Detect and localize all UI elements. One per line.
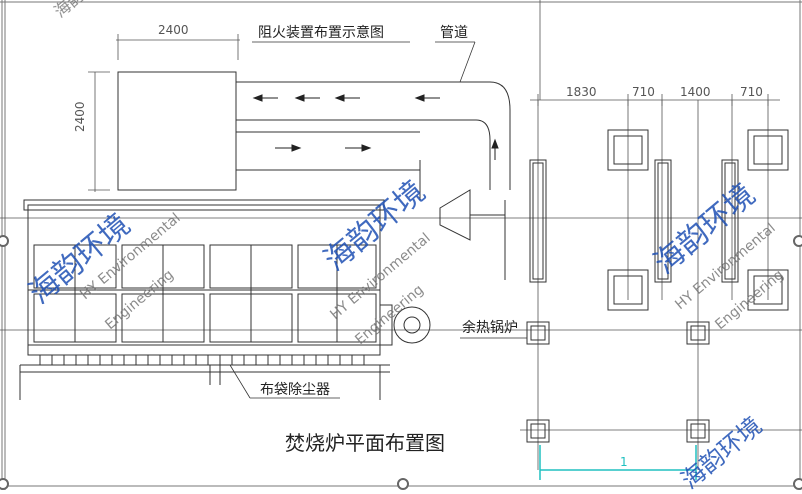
box-dimension-lines [88,34,240,192]
dimension-bottom: 1 [620,455,628,469]
watermark-cn: 海韵环境 [50,0,111,21]
corner-marks [0,235,802,490]
bag-filter-hoppers [39,355,365,365]
flow-arrows [252,94,499,160]
bag-filter-label: 布袋除尘器 [260,382,330,398]
dimension-grid-2: 710 [632,85,655,99]
waste-heat-boiler-label: 余热锅炉 [462,319,518,336]
bag-filter-body [19,199,390,400]
dimension-grid-4: 710 [740,85,763,99]
flame-arrester-label: 阻火装置布置示意图 [258,24,384,41]
fan-outlet [379,304,431,346]
grid-lines [0,0,802,470]
watermark-cn: 海韵环境 [676,411,768,490]
foundation-pads [607,129,789,311]
pipeline [236,81,511,200]
grid-dimension-line [530,94,780,106]
watermark-cn: 海韵环境 [318,174,432,278]
dimension-box-width: 2400 [158,23,189,37]
boiler-columns [526,159,739,443]
pipeline-label: 管道 [440,25,468,41]
dimension-grid-3: 1400 [680,85,711,99]
leader-lines [229,41,527,399]
flame-arrester-box [117,71,237,191]
drawing-title: 焚烧炉平面布置图 [285,431,445,455]
bottom-dimension-line [539,445,697,480]
dimension-grid-1: 1830 [566,85,597,99]
watermark-group: 海韵环境 HY Environmental Engineering 海韵环境 H… [23,0,787,494]
duct-transition [439,189,506,280]
dimension-box-height: 2400 [73,101,87,132]
watermark-cn: 海韵环境 [648,177,762,281]
